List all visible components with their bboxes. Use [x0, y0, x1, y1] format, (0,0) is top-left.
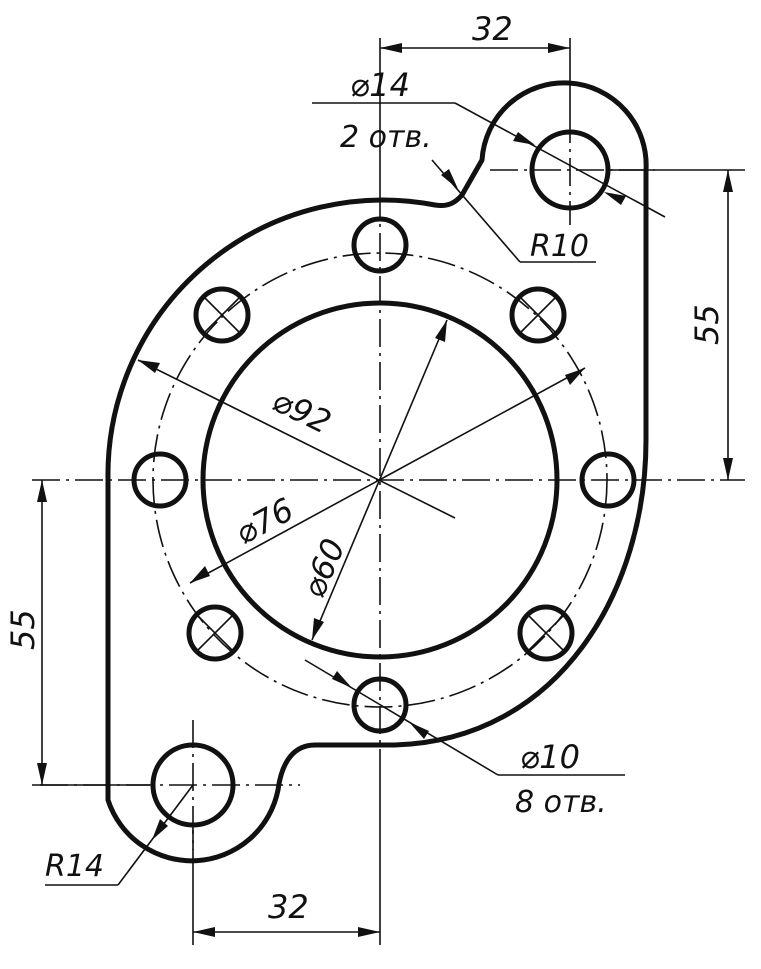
bottom-32-label: 32 [268, 888, 309, 926]
right-55-label: 55 [688, 304, 726, 345]
r10-leader [431, 159, 596, 263]
left-55-dimension [32, 480, 150, 786]
left-55-label: 55 [4, 609, 42, 650]
bolt-hole-group [131, 216, 637, 734]
bolt-hole-bottom [351, 676, 409, 734]
r14-label: R14 [45, 849, 104, 884]
bolt-hole-bottom-right [517, 604, 575, 662]
central-bore [200, 300, 560, 660]
dia14-label: ⌀14 [350, 66, 410, 104]
dia60-leader [311, 319, 448, 641]
dia14-leader [312, 102, 666, 218]
bolt-hole-top-left [193, 286, 251, 344]
right-55-dimension [610, 169, 745, 480]
dia10-leader [304, 659, 625, 776]
top-lug-hole [529, 129, 611, 211]
r14-leader [45, 784, 194, 886]
top-32-dimension [379, 38, 571, 190]
hole-count-8-label: 8 отв. [515, 785, 607, 820]
bolt-hole-right [579, 451, 637, 509]
pitch-circle [152, 252, 608, 708]
bolt-hole-bottom-left [186, 604, 244, 662]
top-32-label: 32 [472, 10, 513, 48]
bolt-hole-left [131, 451, 189, 509]
dia92-label: ⌀92 [266, 381, 337, 441]
part-outline [105, 80, 649, 864]
dia92-leader [137, 359, 456, 519]
bolt-hole-top-right [509, 286, 567, 344]
bottom-lug-hole [150, 742, 236, 828]
bottom-32-dimension [192, 760, 381, 945]
hole-count-2-label: 2 отв. [340, 120, 432, 155]
bolt-hole-top [351, 216, 409, 274]
r10-label: R10 [530, 229, 589, 264]
dia76-leader [189, 367, 586, 584]
dia10-label: ⌀10 [520, 738, 580, 776]
dia60-label: ⌀60 [294, 533, 352, 603]
